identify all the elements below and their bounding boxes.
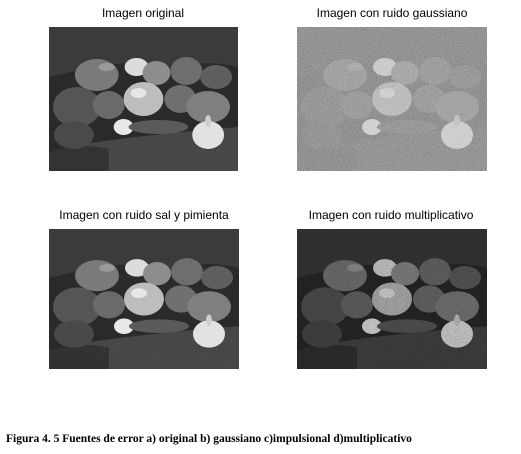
panel-title-original: Imagen original xyxy=(101,6,185,20)
peppers-image-multiplicative xyxy=(297,229,487,369)
image-salt-pepper xyxy=(49,229,239,369)
panel-title-multiplicative: Imagen con ruido multiplicativo xyxy=(308,208,474,222)
peppers-image-gaussian xyxy=(297,27,487,171)
peppers-image-salt-pepper xyxy=(49,229,239,369)
image-gaussian xyxy=(297,27,487,171)
panel-title-gaussian: Imagen con ruido gaussiano xyxy=(316,6,468,20)
peppers-image-original xyxy=(49,27,238,171)
figure-caption: Figura 4. 5 Fuentes de error a) original… xyxy=(6,433,412,445)
image-multiplicative xyxy=(297,229,487,369)
image-original xyxy=(49,27,238,171)
panel-title-salt-pepper: Imagen con ruido sal y pimienta xyxy=(59,208,229,222)
